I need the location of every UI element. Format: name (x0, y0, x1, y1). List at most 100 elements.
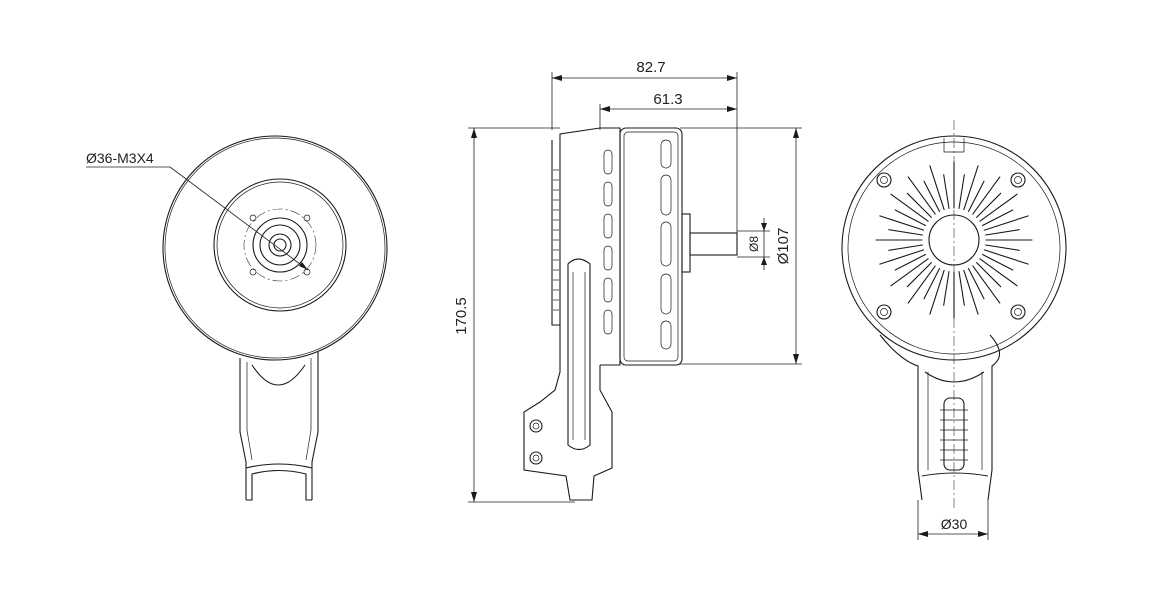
arrow-height-bottom (471, 492, 477, 502)
leader-arrow (299, 262, 308, 270)
arm-curve (251, 364, 306, 386)
cooling-fin (923, 180, 941, 213)
cooling-fin (894, 253, 927, 271)
rear-bracket-arms (879, 334, 1001, 501)
arrow-shaft-bottom (761, 257, 767, 265)
cooling-fin (985, 229, 1020, 236)
arrow-dia-top (793, 128, 799, 138)
cooling-fin (879, 249, 925, 265)
hub-inner (268, 233, 292, 257)
arm-channel (567, 258, 591, 451)
cooling-fin (983, 215, 1029, 231)
cooling-fin (958, 174, 965, 209)
motor-outer-circle (162, 135, 388, 361)
rear-screw-tr (1010, 172, 1026, 188)
clamp-top (245, 463, 313, 469)
rear-view: Ø30 (841, 120, 1067, 540)
cooling-fin (963, 269, 979, 315)
cooling-fin (943, 174, 950, 209)
arrow-dia-bottom (793, 354, 799, 364)
cooling-fin (906, 192, 932, 218)
motor-rim-circle (164, 137, 386, 359)
front-view: Ø36-M3X4 (86, 135, 388, 501)
arrow-body-right (727, 106, 737, 112)
rear-screw-tl (876, 172, 892, 188)
dim-shaft-diameter: Ø8 (747, 236, 761, 252)
cooling-fin (976, 262, 1002, 288)
cooling-fin (972, 176, 1001, 215)
rear-bracket-saddle (924, 371, 985, 383)
arrow-overall-right (727, 75, 737, 81)
rear-clamp-line (921, 472, 989, 477)
cooling-fin (981, 209, 1014, 227)
side-view: 82.7 61.3 170.5 Ø107 Ø8 (453, 59, 802, 503)
rotor-inner (623, 131, 679, 362)
rear-tab (943, 138, 965, 153)
arrow-body-left (600, 106, 610, 112)
cooling-fin (967, 267, 985, 300)
cooling-fin (907, 265, 936, 304)
dim-overall-length: 82.7 (636, 59, 665, 76)
clamp-bolt-top (529, 419, 543, 433)
cooling-fin (963, 165, 979, 211)
hub-mid (259, 224, 301, 266)
hub-outer (252, 217, 308, 273)
rear-bracket-inner (927, 372, 983, 470)
arm-left-inner (246, 362, 253, 461)
dim-height: 170.5 (453, 297, 470, 335)
cooling-fin (972, 265, 1001, 304)
rear-vent-slots (603, 149, 613, 335)
cooling-fin (923, 267, 941, 300)
arm-channel-inner (572, 272, 586, 440)
front-cover-inner-circle (216, 181, 344, 309)
arrow-shaft-top (761, 223, 767, 231)
rear-screw-tr-inner (1014, 176, 1022, 184)
cooling-fin (879, 215, 925, 231)
arrow-clamp-right (978, 531, 988, 537)
rear-clamp-teeth (940, 409, 968, 461)
arm-right-inner (305, 358, 312, 461)
label-leader-diag (169, 166, 309, 271)
rear-inner-circle (847, 141, 1061, 355)
rear-screw-br-inner (1014, 308, 1022, 316)
dim-motor-diameter: Ø107 (775, 228, 792, 265)
cooling-fin (979, 258, 1018, 287)
cooling-fin (888, 229, 923, 236)
rear-screw-bl-inner (880, 308, 888, 316)
cooling-fin (985, 244, 1020, 251)
cooling-fin (894, 209, 927, 227)
dim-clamp-diameter: Ø30 (941, 516, 968, 532)
rear-center-boss (928, 214, 980, 266)
clamp-bolt-bottom (529, 451, 543, 465)
rear-clamp-bolt (943, 397, 965, 471)
cooling-fin (981, 253, 1014, 271)
mount-hole-br (303, 268, 311, 276)
cooling-fin (929, 269, 945, 315)
shaft (689, 232, 738, 256)
clamp-bolt-bottom-inner (532, 454, 540, 462)
arrow-overall-left (552, 75, 562, 81)
cooling-fin (890, 258, 929, 287)
mount-bracket (523, 325, 613, 501)
clamp-bolt-top-inner (532, 422, 540, 430)
cooling-fin (983, 249, 1029, 265)
cooling-fin (979, 193, 1018, 222)
mount-hole-tr (303, 214, 311, 222)
cooling-fin (890, 193, 929, 222)
rear-outer-circle (841, 135, 1067, 361)
cooling-fin (967, 180, 985, 213)
arrow-clamp-left (918, 531, 928, 537)
arm-left-edge (239, 358, 247, 500)
cooling-fin (943, 271, 950, 306)
clamp-bottom (246, 469, 312, 501)
bolt-circle (243, 208, 317, 282)
bolt-pattern-label: Ø36-M3X4 (86, 150, 154, 166)
housing-fins (553, 169, 559, 311)
rotor-vent-slots (660, 139, 672, 350)
cooling-fin (976, 192, 1002, 218)
rear-screw-tl-inner (880, 176, 888, 184)
front-cap (681, 213, 691, 273)
arm-right-edge (311, 352, 319, 500)
